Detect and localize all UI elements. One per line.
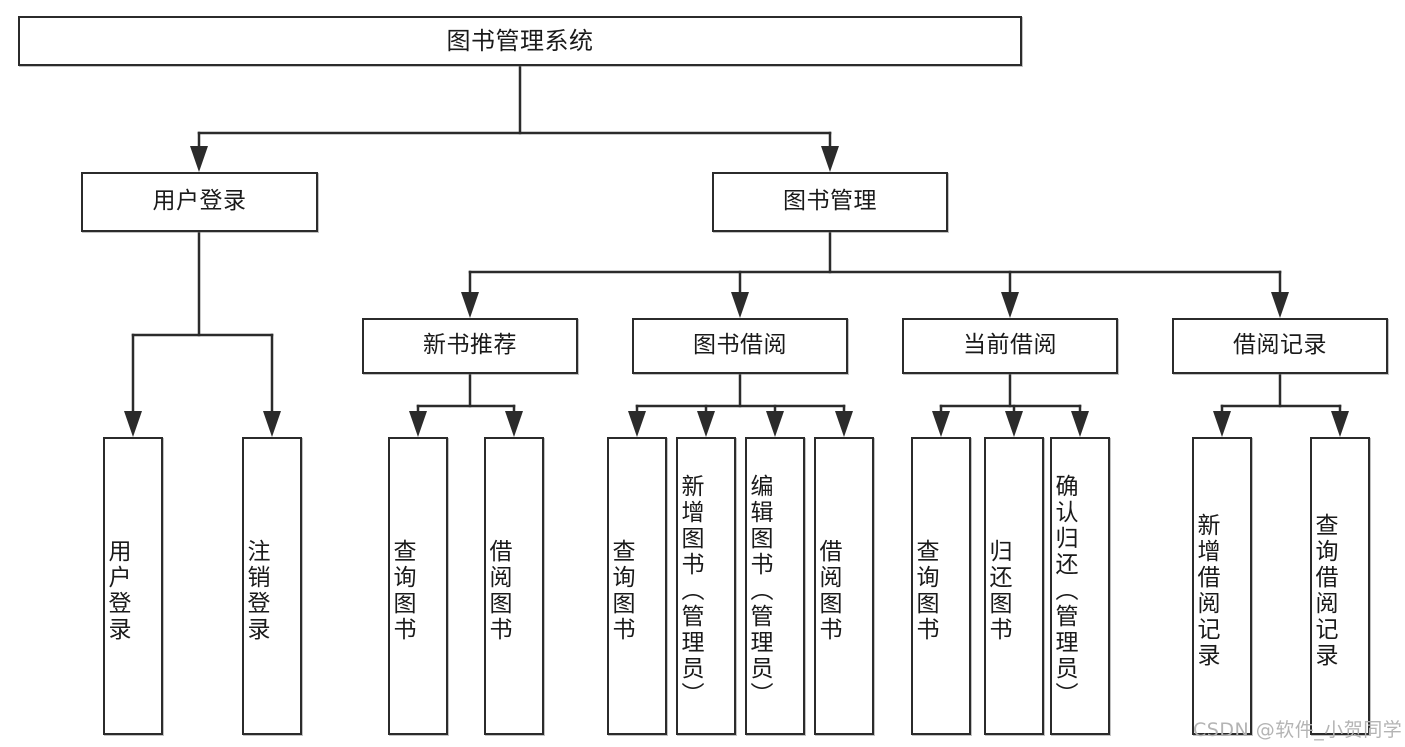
node-label: 用户登录 <box>104 539 130 643</box>
node-book-manage[interactable]: 图书管理 <box>712 172 948 232</box>
node-label: 用户登录 <box>152 188 247 215</box>
node-label: 图书管理系统 <box>446 26 594 55</box>
node-leaf-rec-borrow[interactable]: 借阅图书 <box>484 437 544 735</box>
node-new-book-rec[interactable]: 新书推荐 <box>362 318 578 374</box>
arrowhead-root-children-1 <box>821 146 839 172</box>
node-leaf-rec-query[interactable]: 查询图书 <box>388 437 448 735</box>
arrowhead-book-manage-children-1 <box>731 292 749 318</box>
node-leaf-user-login[interactable]: 用户登录 <box>103 437 163 735</box>
watermark-text: CSDN @软件_小贺同学 <box>1193 719 1403 741</box>
node-current-borrow[interactable]: 当前借阅 <box>902 318 1118 374</box>
node-label: 查询借阅记录 <box>1311 513 1337 669</box>
node-leaf-rec-add[interactable]: 新增借阅记录 <box>1192 437 1252 735</box>
arrowhead-user-login-children-1 <box>263 411 281 437</box>
node-label: 当前借阅 <box>963 332 1057 359</box>
arrowhead-borrow-record-children-1 <box>1331 411 1349 437</box>
node-label: 图书管理 <box>783 188 877 215</box>
node-leaf-cur-query[interactable]: 查询图书 <box>911 437 971 735</box>
node-leaf-brw-edit[interactable]: 编辑图书（管理员） <box>745 437 805 735</box>
arrowhead-book-manage-children-0 <box>461 292 479 318</box>
arrowhead-new-book-rec-children-1 <box>505 411 523 437</box>
node-leaf-cur-return[interactable]: 归还图书 <box>984 437 1044 735</box>
arrowhead-book-manage-children-2 <box>1001 292 1019 318</box>
arrowhead-current-borrow-children-2 <box>1071 411 1089 437</box>
node-label: 借阅记录 <box>1233 332 1327 359</box>
node-label: 注销登录 <box>243 539 269 643</box>
node-root[interactable]: 图书管理系统 <box>18 16 1022 66</box>
node-leaf-user-logout[interactable]: 注销登录 <box>242 437 302 735</box>
node-leaf-rec-search[interactable]: 查询借阅记录 <box>1310 437 1370 735</box>
node-label: 借阅图书 <box>485 539 511 643</box>
node-borrow-record[interactable]: 借阅记录 <box>1172 318 1388 374</box>
node-label: 新增图书（管理员） <box>677 474 703 708</box>
node-label: 借阅图书 <box>815 539 841 643</box>
node-label: 新增借阅记录 <box>1193 513 1219 669</box>
node-leaf-brw-borrow[interactable]: 借阅图书 <box>814 437 874 735</box>
node-user-login[interactable]: 用户登录 <box>81 172 318 232</box>
arrowhead-book-borrow-children-3 <box>835 411 853 437</box>
arrowhead-new-book-rec-children-0 <box>409 411 427 437</box>
node-label: 确认归还（管理员） <box>1051 474 1077 708</box>
node-label: 编辑图书（管理员） <box>746 474 772 708</box>
arrowhead-borrow-record-children-0 <box>1213 411 1231 437</box>
node-leaf-brw-add[interactable]: 新增图书（管理员） <box>676 437 736 735</box>
arrowhead-user-login-children-0 <box>124 411 142 437</box>
node-book-borrow[interactable]: 图书借阅 <box>632 318 848 374</box>
node-label: 查询图书 <box>608 539 634 643</box>
node-leaf-cur-confirm[interactable]: 确认归还（管理员） <box>1050 437 1110 735</box>
arrowhead-book-borrow-children-2 <box>766 411 784 437</box>
node-leaf-brw-query[interactable]: 查询图书 <box>607 437 667 735</box>
arrowhead-book-borrow-children-0 <box>628 411 646 437</box>
node-label: 查询图书 <box>389 539 415 643</box>
node-label: 查询图书 <box>912 539 938 643</box>
arrowhead-current-borrow-children-1 <box>1005 411 1023 437</box>
node-label: 新书推荐 <box>423 332 517 359</box>
arrowhead-book-manage-children-3 <box>1271 292 1289 318</box>
arrowhead-current-borrow-children-0 <box>932 411 950 437</box>
arrowhead-book-borrow-children-1 <box>697 411 715 437</box>
node-label: 归还图书 <box>985 539 1011 643</box>
node-label: 图书借阅 <box>693 332 787 359</box>
arrowhead-root-children-0 <box>190 146 208 172</box>
